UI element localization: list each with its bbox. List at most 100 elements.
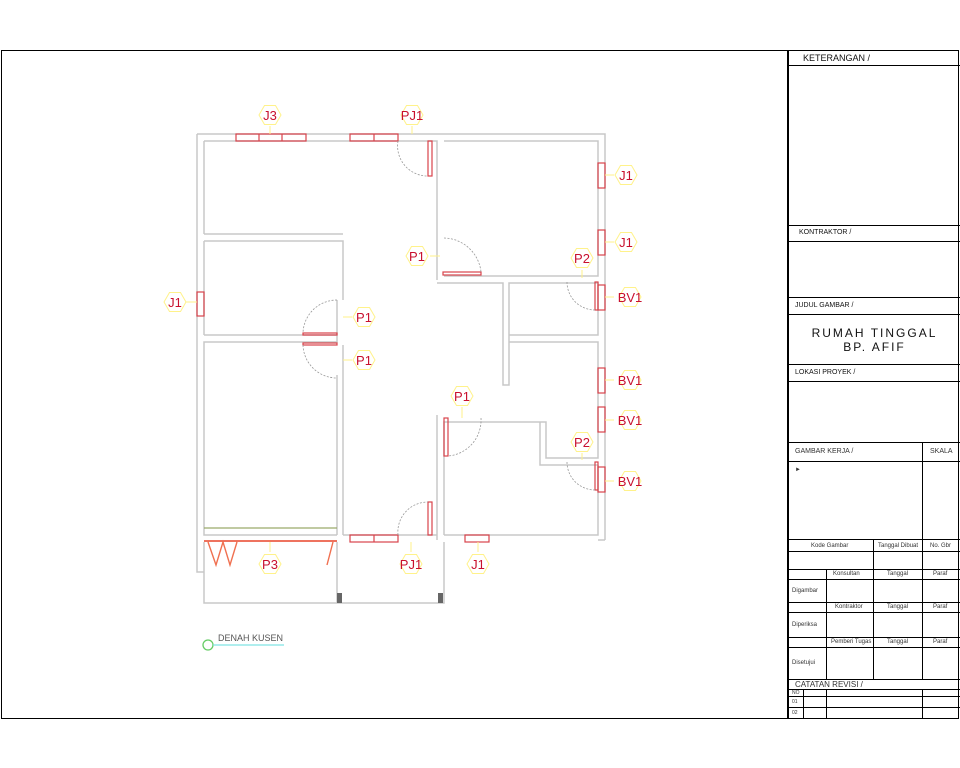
- frame-tag-bv1-1: BV1: [605, 287, 643, 307]
- frame-tag-j1-bottom: J1: [466, 542, 490, 574]
- keterangan-label: KETERANGAN /: [803, 53, 871, 63]
- tag-label: P1: [356, 353, 372, 368]
- gambar-kerja-label: GAMBAR KERJA /: [795, 448, 854, 455]
- no-gbr-label: No. Gbr: [930, 543, 952, 549]
- judul-header: JUDUL GAMBAR /: [789, 298, 960, 315]
- revisi-header-row: NO: [789, 690, 960, 697]
- tag-label: P1: [356, 310, 372, 325]
- tag-label: P2: [574, 251, 590, 266]
- revisi-row-01: 01: [789, 697, 960, 708]
- tag-hexagon: [163, 292, 187, 312]
- frame-tag-p1-lower: P1: [450, 386, 474, 418]
- paraf-label: Paraf: [933, 604, 948, 610]
- tag-label: PJ1: [400, 557, 422, 572]
- tag-hexagon: [450, 386, 474, 406]
- diperiksa-label: Diperiksa: [792, 622, 818, 628]
- frame-tag-p2-top: P2: [570, 248, 594, 278]
- tag-hexagon: [258, 105, 282, 125]
- no-label: NO: [792, 690, 800, 696]
- judul-gambar-label: JUDUL GAMBAR /: [795, 302, 854, 309]
- tag-label: P1: [409, 249, 425, 264]
- frame-tag-j3: J3: [258, 105, 282, 134]
- tag-label: P2: [574, 435, 590, 450]
- tag-label: BV1: [618, 290, 643, 305]
- frame-tag-bv1-4: BV1: [605, 471, 643, 491]
- tanggal-label: Tanggal: [887, 604, 909, 610]
- pemberi-tugas-row: Pemberi Tugas Tanggal Paraf: [789, 638, 960, 648]
- catatan-header: CATATAN REVISI /: [789, 680, 960, 690]
- legend-title: DENAH KUSEN: [218, 633, 283, 643]
- disetujui-label: Disetujui: [792, 660, 816, 666]
- digambar-row: Digambar: [789, 580, 960, 603]
- tag-hexagon: [618, 410, 642, 430]
- frame-tag-p3: P3: [258, 542, 282, 574]
- rev-02-label: 02: [792, 710, 798, 716]
- tag-hexagon: [570, 432, 594, 452]
- catatan-revisi-label: CATATAN REVISI /: [795, 680, 863, 689]
- gambar-kerja-header: GAMBAR KERJA / SKALA: [789, 443, 960, 462]
- legend-symbol-icon: [202, 639, 214, 651]
- tag-label: BV1: [618, 373, 643, 388]
- paraf-label: Paraf: [933, 571, 948, 577]
- kode-gambar-label: Kode Gambar: [811, 543, 849, 549]
- tag-hexagon: [614, 232, 638, 252]
- frame-tag-pj1-top: PJ1: [400, 105, 424, 134]
- walls: [196, 133, 606, 604]
- project-title-box: RUMAH TINGGAL BP. AFIF: [789, 315, 960, 365]
- keterangan-box: [789, 66, 960, 226]
- pemberi-tugas-label: Pemberi Tugas: [831, 639, 872, 645]
- tag-label: J1: [471, 557, 485, 572]
- frame-tag-j1-right-1: J1: [605, 165, 638, 185]
- frame-tag-j1-right-2: J1: [605, 232, 638, 252]
- lokasi-proyek-label: LOKASI PROYEK /: [795, 369, 856, 376]
- frame-tag-p1-left-2: P1: [343, 350, 376, 370]
- tag-hexagon: [618, 471, 642, 491]
- tag-label: P1: [454, 389, 470, 404]
- tag-hexagon: [400, 105, 424, 125]
- paraf-label: Paraf: [933, 639, 948, 645]
- kontraktor-header: KONTRAKTOR /: [789, 226, 960, 242]
- frame-tag-bv1-2: BV1: [605, 370, 643, 390]
- tag-hexagon: [352, 350, 376, 370]
- tag-hexagon: [618, 287, 642, 307]
- konsultan-label: Konsultan: [833, 571, 860, 577]
- tag-label: J3: [263, 108, 277, 123]
- frame-tag-p1-center: P1: [405, 246, 440, 266]
- tag-label: P3: [262, 557, 278, 572]
- tag-label: BV1: [618, 474, 643, 489]
- tag-hexagon: [466, 554, 490, 574]
- tanggal-label: Tanggal: [887, 571, 909, 577]
- tag-label: J1: [619, 168, 633, 183]
- tag-label: BV1: [618, 413, 643, 428]
- lokasi-box: [789, 382, 960, 443]
- kontraktor-label: KONTRAKTOR /: [799, 229, 852, 236]
- title-block: KETERANGAN / KONTRAKTOR / JUDUL GAMBAR /…: [787, 50, 960, 718]
- tag-hexagon: [258, 554, 282, 574]
- kontraktor-box: [789, 242, 960, 298]
- revisi-row-02: 02: [789, 708, 960, 718]
- digambar-label: Digambar: [792, 588, 819, 594]
- frame-tag-pj1-bottom: PJ1: [399, 542, 423, 574]
- keterangan-header: KETERANGAN /: [789, 50, 960, 66]
- gambar-kerja-box: ►: [789, 462, 960, 540]
- tag-label: J1: [168, 295, 182, 310]
- kode-values-row: [789, 552, 960, 570]
- kontraktor-sign-row: Kontraktor Tanggal Paraf: [789, 603, 960, 613]
- tag-hexagon: [570, 248, 594, 268]
- project-title-line-1: RUMAH TINGGAL: [811, 326, 938, 340]
- door-swings: [302, 140, 596, 536]
- drawing-border: [1, 50, 959, 719]
- tanggal-label: Tanggal: [887, 639, 909, 645]
- konsultan-row: Konsultan Tanggal Paraf: [789, 570, 960, 580]
- tag-hexagon: [399, 554, 423, 574]
- frame-tag-bv1-3: BV1: [605, 410, 643, 430]
- tag-hexagon: [614, 165, 638, 185]
- frame-tag-j1-left: J1: [163, 292, 197, 312]
- tag-hexagon: [405, 246, 429, 266]
- tag-hexagon: [618, 370, 642, 390]
- rev-01-label: 01: [792, 699, 798, 705]
- frame-tag-p1-left-1: P1: [343, 307, 376, 327]
- legend: DENAH KUSEN: [202, 633, 284, 651]
